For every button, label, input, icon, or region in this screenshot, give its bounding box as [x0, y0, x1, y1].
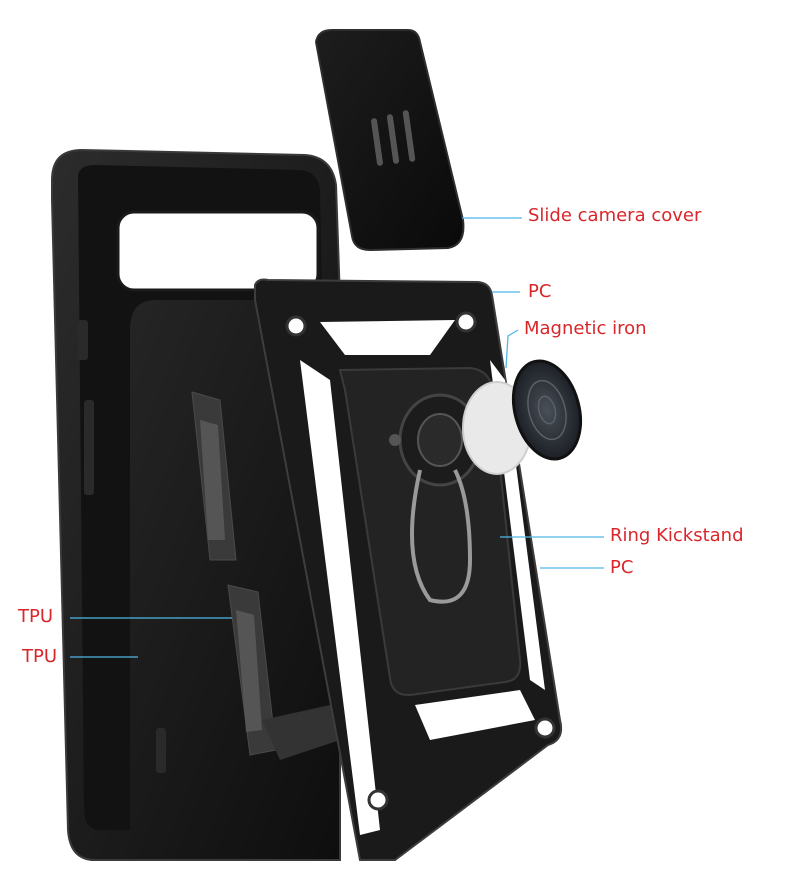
label-pc-top: PC	[528, 281, 552, 302]
label-pc-bottom: PC	[610, 557, 634, 578]
side-button	[156, 728, 166, 773]
label-ring-kickstand: Ring Kickstand	[610, 525, 744, 546]
label-tpu-upper: TPU	[18, 606, 54, 627]
side-button	[84, 400, 94, 495]
label-magnetic-iron: Magnetic iron	[524, 318, 647, 339]
slide-camera-cover	[314, 29, 465, 252]
ring-kickstand	[389, 393, 482, 604]
leader-lines	[70, 217, 604, 658]
side-button	[78, 320, 88, 360]
magnetic-iron	[462, 359, 583, 475]
label-tpu-lower: TPU	[22, 646, 58, 667]
leader-line-magnetic-iron	[505, 329, 519, 369]
camera-cutout	[116, 210, 320, 292]
label-slide-camera-cover: Slide camera cover	[528, 205, 702, 226]
tpu-grip-pad	[191, 391, 340, 760]
